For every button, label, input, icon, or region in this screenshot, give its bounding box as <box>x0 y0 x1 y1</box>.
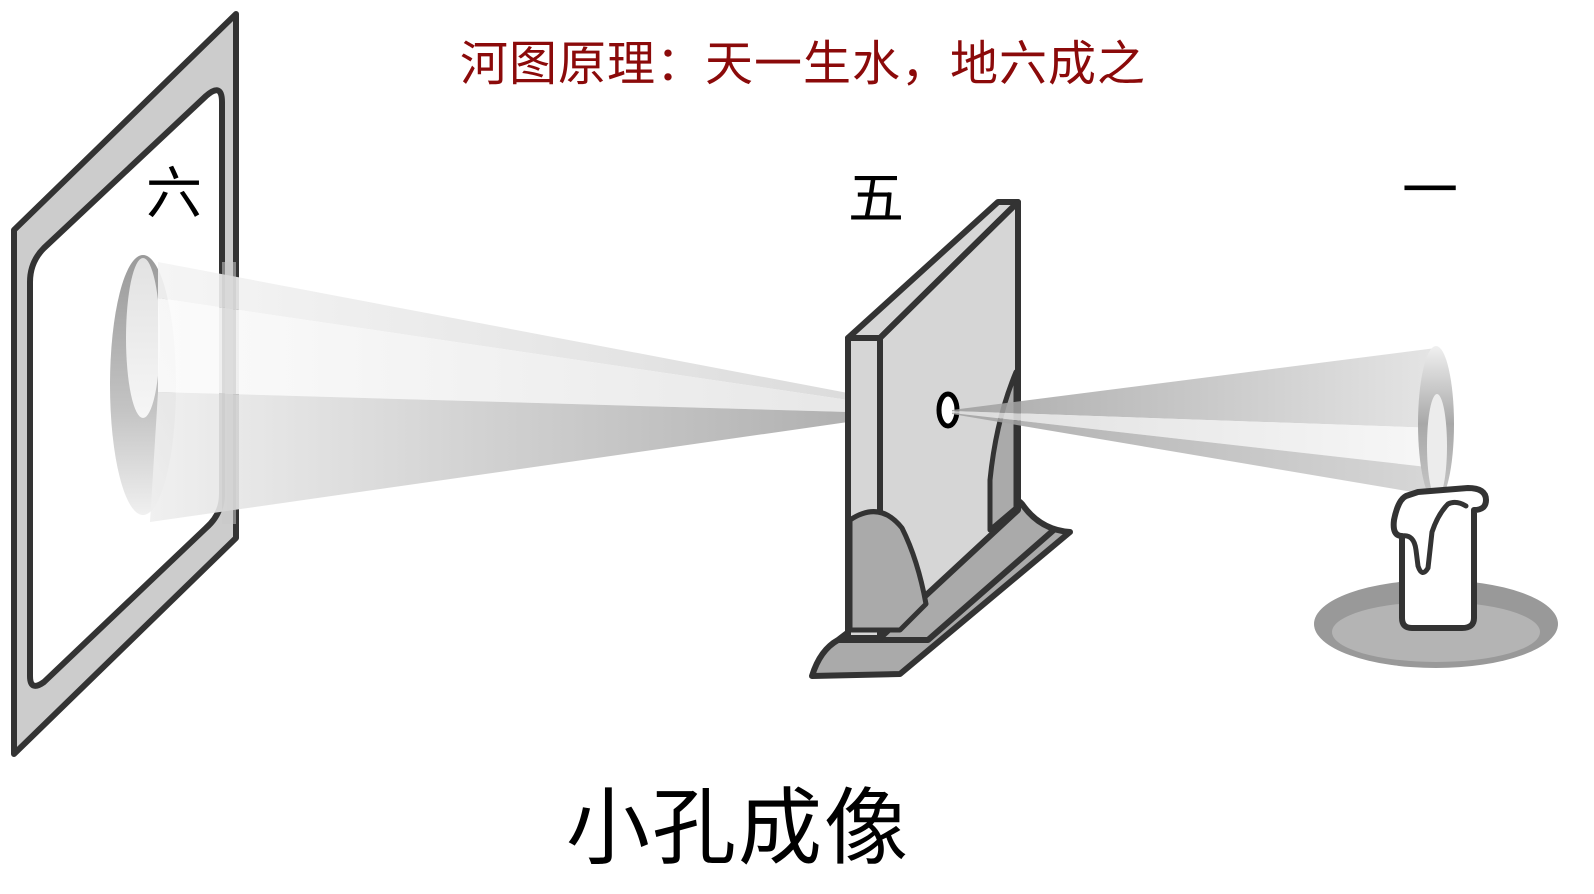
diagram-caption: 小孔成像 <box>566 779 911 877</box>
candle <box>1314 485 1558 668</box>
diagram-title: 河图原理：天一生水，地六成之 <box>460 36 1147 92</box>
right-light-cone <box>952 346 1454 502</box>
screen-label: 六 <box>146 162 202 227</box>
pinhole-barrier <box>809 199 1073 679</box>
left-light-cone <box>110 255 848 524</box>
candle-label: 一 <box>1402 159 1458 224</box>
barrier-label: 五 <box>848 167 904 232</box>
